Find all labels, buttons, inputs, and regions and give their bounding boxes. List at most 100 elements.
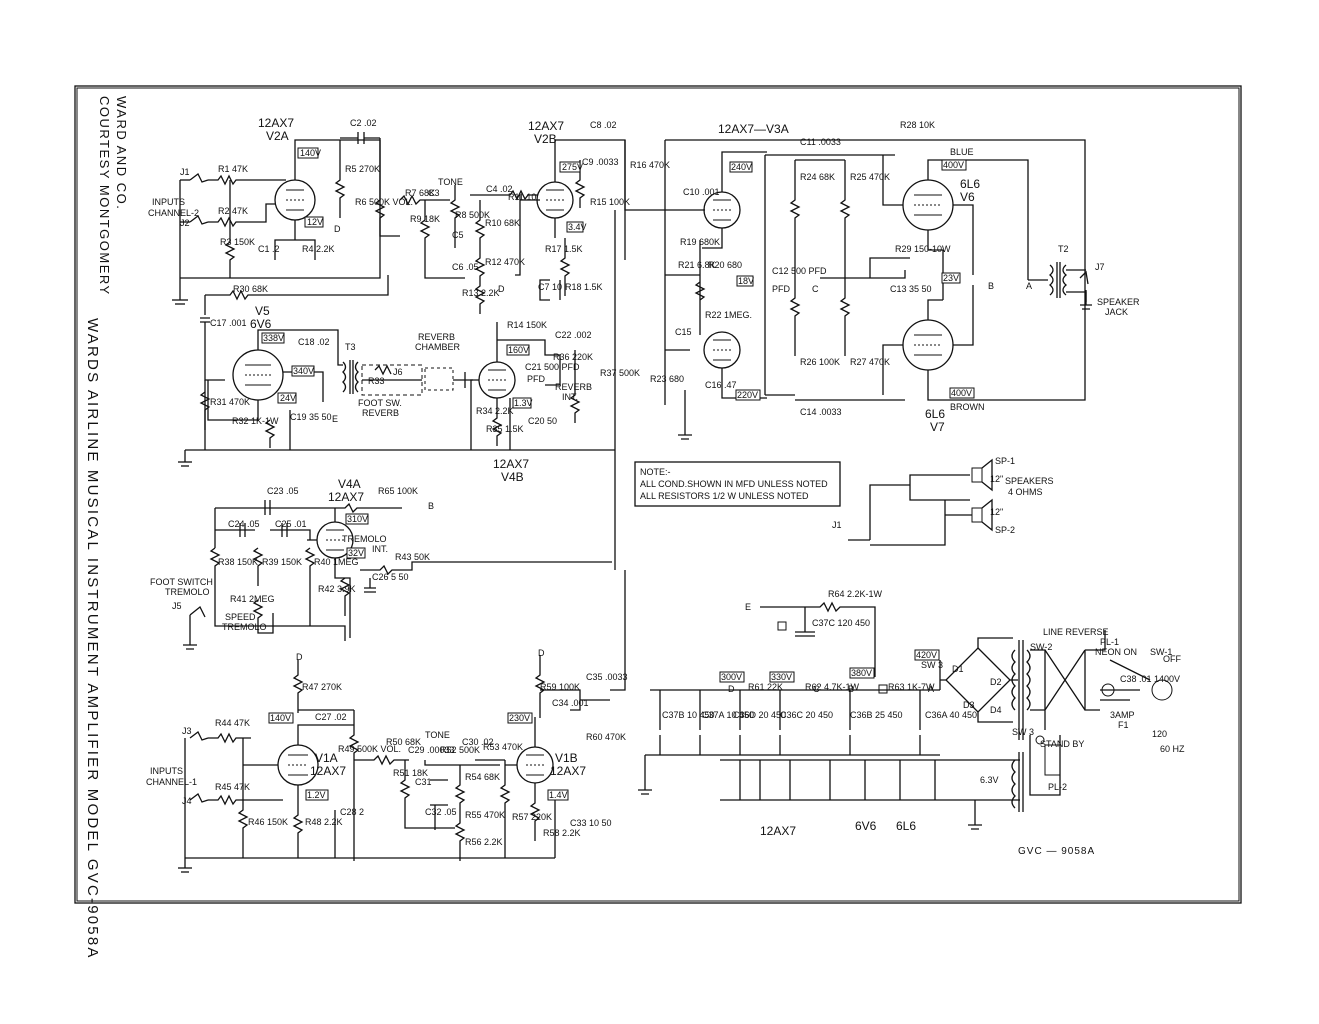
d2-label: D2	[990, 677, 1002, 687]
r19-label: R19 680K	[680, 237, 720, 247]
foot-switch-tremolo-label-1: FOOT SWITCH	[150, 577, 213, 587]
node-d3-label: D	[296, 652, 303, 662]
blue-wire-label: BLUE	[950, 147, 974, 157]
speakers-label: SPEAKERS	[1005, 476, 1054, 486]
voltage-bias: 23V	[943, 273, 959, 283]
neon-pilot-lamp	[1101, 683, 1115, 697]
c33-label: C33 10 50	[570, 818, 612, 828]
jack-j2: J2	[180, 218, 190, 228]
v4a-label: V4A	[338, 477, 361, 491]
r8-label: R8 500K	[455, 210, 490, 220]
node-c-label: C	[812, 284, 819, 294]
r23-label: R23 680	[650, 374, 684, 384]
v7-label: V7	[930, 420, 945, 434]
r18-label: R18 1.5K	[565, 282, 603, 292]
r2-label: R2 47K	[218, 206, 248, 216]
r60-label: R60 470K	[586, 732, 626, 742]
v4b-type: 12AX7	[493, 457, 529, 471]
r22-label: R22 1MEG.	[705, 310, 752, 320]
r30-label: R30 68K	[233, 284, 268, 294]
c18-label: C18 .02	[298, 337, 330, 347]
note-box: NOTE:- ALL COND.SHOWN IN MFD UNLESS NOTE…	[634, 461, 841, 507]
speaker-jack-label-2: JACK	[1105, 307, 1128, 317]
courtesy-block: COURTESY MONTGOMERY WARD AND CO.	[97, 96, 129, 296]
c27-label: C27 .02	[315, 712, 347, 722]
voltage-v2b-plate: 275V	[562, 162, 583, 172]
c6-label: C6 .05	[452, 262, 479, 272]
node-c2-label: C	[813, 684, 820, 694]
neon-on-label: NEON ON	[1095, 647, 1137, 657]
pl1-label: PL-1	[1100, 637, 1119, 647]
c3-label: C3	[428, 188, 440, 198]
v1a-label: V1A	[315, 751, 338, 765]
c14-label: C14 .0033	[800, 407, 842, 417]
pfd2-label: PFD	[527, 374, 546, 384]
off-label: OFF	[1163, 654, 1181, 664]
c11-label: C11 .0033	[800, 137, 841, 147]
r14-label: R14 150K	[507, 320, 547, 330]
r39-label: R39 150K	[262, 557, 302, 567]
r7-label: R7 68K	[405, 188, 435, 198]
r3-label: R3 150K	[220, 237, 255, 247]
c12-label: C12 500 PFD	[772, 266, 827, 276]
standby-switch[interactable]	[1035, 735, 1045, 745]
schematic-border	[74, 85, 1242, 904]
r63-label: R63 1K-7W	[888, 682, 935, 692]
r48-label: R48 2.2K	[305, 817, 343, 827]
voltage-v6-plate: 400V	[943, 160, 964, 170]
reverb-int-label-2: INT.	[562, 392, 578, 402]
c36a-label: C36A 40 450	[925, 710, 977, 720]
v2b-type: 12AX7	[528, 119, 564, 133]
c31-label: C31	[415, 777, 432, 787]
node-b-label: B	[988, 281, 994, 291]
node-d5-label: D	[728, 684, 735, 694]
t3-label: T3	[345, 342, 356, 352]
mains-plug	[1151, 679, 1173, 701]
heater-voltage-label: 6.3V	[980, 775, 999, 785]
c13-label: C13 35 50	[890, 284, 932, 294]
node-e2-label: E	[745, 602, 751, 612]
foot-sw-reverb-label-1: FOOT SW.	[358, 398, 402, 408]
r58-label: R58 2.2K	[543, 828, 581, 838]
c10-label: C10 .001	[683, 187, 720, 197]
v5-label: V5	[255, 304, 270, 318]
r44-label: R44 47K	[215, 718, 250, 728]
d4-label: D4	[990, 705, 1002, 715]
r61-label: R61 22K	[748, 682, 783, 692]
node-d-label: D	[334, 224, 341, 234]
speakers-ohms: 4 OHMS	[1008, 487, 1043, 497]
voltage-v5-cathode: 24V	[280, 393, 296, 403]
tone1-label: TONE	[438, 177, 463, 187]
r11-label: R11 100K	[508, 192, 547, 202]
channel-1-preamp: 140V 1.2V V1A 12AX7 J3 J4 INPUTS CHANNEL…	[146, 570, 628, 873]
node-a2-label: A	[928, 684, 934, 694]
r64-label: R64 2.2K-1W	[828, 589, 883, 599]
node-d2-label: D	[498, 284, 505, 294]
heater-6l6-label: 6L6	[896, 819, 916, 833]
c24-label: C24 .05	[228, 519, 260, 529]
c19-label: C19 35 50	[290, 412, 332, 422]
foot-switch-tremolo-label-2: TREMOLO	[165, 587, 210, 597]
sw3-standby-label: SW 3	[1012, 727, 1034, 737]
c35-label: C35 .0033	[586, 672, 628, 682]
r47-label: R47 270K	[302, 682, 342, 692]
c21-label: C21 500 PFD	[525, 362, 580, 372]
voltage-v1b-plate: 230V	[509, 713, 530, 723]
r6-label: R6 500K VOL.	[355, 197, 413, 207]
v4a-type: 12AX7	[328, 490, 364, 504]
r31-label: R31 470K	[210, 397, 250, 407]
c22-label: C22 .002	[555, 330, 592, 340]
v1a-type: 12AX7	[310, 764, 346, 778]
speed-tremolo-label-1: SPEED	[225, 612, 256, 622]
reverb-int-label-1: REVERB	[555, 382, 592, 392]
r26-label: R26 100K	[800, 357, 840, 367]
c34-label: C34 .001	[552, 698, 589, 708]
r25-label: R25 470K	[850, 172, 890, 182]
node-b2-label: B	[428, 501, 434, 511]
c17-label: C17 .001	[210, 318, 247, 328]
tone2-label: TONE	[425, 730, 450, 740]
output-stage: 240V 18V 400V 23V 400V 220V 12AX7—V3A 6L…	[650, 120, 1140, 440]
r36-label: R36 220K	[553, 352, 593, 362]
voltage-v7-plate: 400V	[951, 388, 972, 398]
sp2-size: 12"	[990, 507, 1003, 517]
